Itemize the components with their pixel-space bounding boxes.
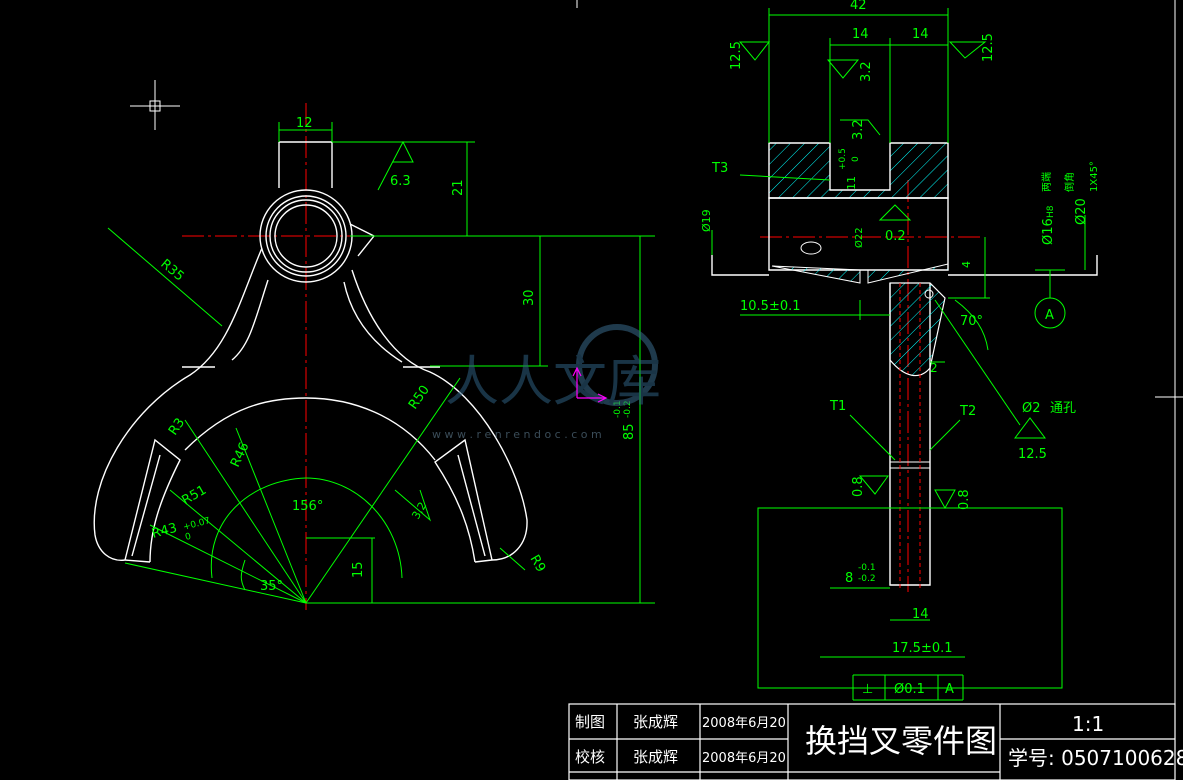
dim-14-left: 14 — [852, 27, 869, 42]
gdt-datum: A — [945, 682, 954, 697]
dim-dia-22: Ø22 — [853, 227, 865, 248]
dim-14-right: 14 — [912, 27, 929, 42]
tol-r43-lower: 0 — [184, 532, 192, 543]
front-view: 12 6.3 21 30 85 -0.1 -0.2 R35 R50 R46 R5… — [93, 80, 655, 610]
note-through-hole: 通孔 — [1050, 401, 1076, 416]
tol-8-upper: -0.1 — [858, 563, 876, 573]
side-view: 42 14 14 12.5 12.5 3.2 3.2 11 +0.5 0 T3 … — [700, 0, 1100, 701]
dim-4: 4 — [960, 261, 973, 268]
dim-17-5: 17.5±0.1 — [892, 641, 953, 656]
gdt-perpendicularity-icon: ⊥ — [862, 682, 873, 697]
dim-slot-11: 11 — [845, 176, 858, 190]
note-chamfer: 倒角 — [1064, 172, 1076, 192]
note-chamfer-size: 1X45° — [1089, 161, 1100, 192]
rough-08-left: 0.8 — [851, 476, 866, 497]
drawn-date: 2008年6月20 — [702, 716, 786, 731]
dim-height-30: 30 — [522, 289, 537, 306]
student-number: 学号: 0507100628 — [1008, 746, 1183, 770]
tol-8-lower: -0.2 — [858, 574, 876, 584]
crosshair-cursor-icon — [130, 80, 180, 130]
rough-125-hole: 12.5 — [1018, 447, 1047, 462]
check-name: 张成辉 — [633, 748, 678, 766]
dim-top-width: 12 — [296, 116, 313, 131]
fork-stem — [889, 283, 931, 586]
dim-8: 8 — [845, 571, 853, 586]
dim-dia-19: Ø19 — [700, 209, 713, 232]
dim-height-21: 21 — [451, 179, 466, 196]
fit-h8: H8 — [1046, 205, 1056, 218]
rough-08-right: 0.8 — [957, 489, 972, 510]
title-block: 制图 张成辉 2008年6月20 校核 张成辉 2008年6月20 换挡叉零件图… — [568, 703, 1183, 780]
dim-angle-70: 70° — [960, 314, 983, 329]
watermark-url: w w w . r e n r e n d o c . c o m — [432, 428, 602, 441]
tol-85-upper: -0.1 — [613, 400, 623, 418]
rough-32-a: 3.2 — [859, 61, 874, 82]
dim-angle-156: 156° — [292, 499, 323, 514]
datum-a-symbol: A — [1045, 308, 1054, 323]
drawing-scale: 1:1 — [1072, 712, 1104, 736]
dim-14-bottom: 14 — [912, 607, 929, 622]
tol-11-lower: 0 — [851, 156, 861, 162]
ucs-cursor-icon — [572, 366, 608, 403]
gdt-value: Ø0.1 — [894, 682, 925, 697]
dim-2: 2 — [930, 361, 938, 375]
watermark: 人人文库 w w w . r e n r e n d o c . c o m — [432, 324, 661, 441]
tol-11-upper: +0.5 — [838, 148, 848, 170]
dim-height-85: 85 — [622, 423, 637, 440]
check-label: 校核 — [575, 748, 605, 766]
rough-02: 0.2 — [885, 229, 906, 244]
dim-width-42: 42 — [850, 0, 867, 13]
rough-125-left: 12.5 — [729, 41, 744, 70]
dim-10-5: 10.5±0.1 — [740, 299, 801, 314]
drawn-label: 制图 — [575, 713, 605, 731]
label-t2: T2 — [959, 404, 976, 419]
label-t3: T3 — [711, 161, 728, 176]
front-dimensions — [107, 122, 655, 604]
label-t1: T1 — [829, 399, 846, 414]
rough-32-b: 3.2 — [851, 119, 866, 140]
dim-hole-2: Ø2 — [1022, 401, 1041, 416]
dim-r43: R43 — [150, 521, 179, 542]
side-dim-text: 42 14 14 12.5 12.5 3.2 3.2 11 +0.5 0 T3 … — [700, 0, 1100, 697]
dim-angle-35: 35° — [260, 579, 283, 594]
dim-dia-20: Ø20 — [1074, 198, 1089, 225]
rough-125-right: 12.5 — [981, 33, 996, 62]
drawing-title: 换挡叉零件图 — [805, 722, 997, 760]
drawn-name: 张成辉 — [633, 713, 678, 731]
watermark-logo-icon — [576, 324, 658, 406]
side-dimensions — [711, 8, 1086, 701]
watermark-text: 人人文库 — [445, 350, 661, 413]
note-both-ends: 两端 — [1040, 172, 1053, 192]
roughness-top: 6.3 — [390, 174, 411, 189]
dim-height-15: 15 — [351, 561, 366, 578]
dim-r9: R9 — [527, 553, 549, 575]
tol-85-lower: -0.2 — [623, 400, 633, 418]
check-date: 2008年6月20 — [702, 751, 786, 766]
dim-dia-16: Ø16 — [1041, 218, 1056, 245]
